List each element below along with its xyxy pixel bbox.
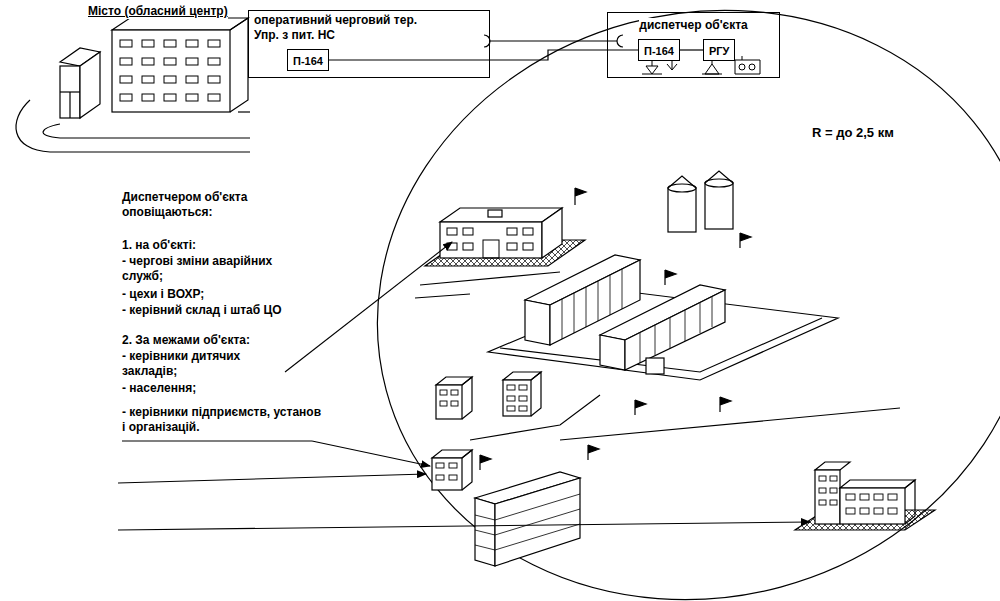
list-item: - населення; [122,381,196,396]
school-building [415,188,586,298]
city-buildings [16,18,250,152]
leader-lines [118,242,810,530]
node-label: П-164 [293,55,323,68]
factory [488,171,838,380]
list-section: 1. на об'єкті: [122,238,196,253]
list-item: - керівники підприємств, установ і орган… [122,405,322,435]
connector [329,50,638,60]
node-label: П-164 [644,45,674,58]
list-section: 2. За межами об'єкта: [122,333,250,348]
device-box: П-164 [287,49,329,71]
device-box: П-164 [638,39,680,61]
operator-box: оперативний черговий тер. Упр. з пит. НС… [248,10,490,78]
node-label: диспетчер об'єкта [639,18,747,33]
list-item: - чергові зміни аварійних служб; [122,254,302,284]
radio-link [490,40,617,41]
connector [680,49,703,50]
list-item: - керівники дитячих закладів; [122,349,272,379]
dispatcher-box: диспетчер об'єктаП-164 РГУ [607,12,780,78]
coverage-zone [311,0,1000,601]
residential-buildings [432,372,900,566]
radius-label: R = до 2,5 км [812,125,894,140]
device-box: РГУ [703,39,735,61]
radio-symbol [617,35,623,47]
list-item: - керівний склад і штаб ЦО [122,303,282,318]
diagram-title: Місто (обласний центр) [88,4,228,19]
list-heading: Диспетчером об'єкта оповіщаються: [122,190,297,220]
node-label: РГУ [709,45,729,58]
list-item: - цехи і ВОХР; [122,287,204,302]
office-buildings [795,462,935,530]
node-label: оперативний черговий тер. Упр. з пит. НС [254,13,419,43]
